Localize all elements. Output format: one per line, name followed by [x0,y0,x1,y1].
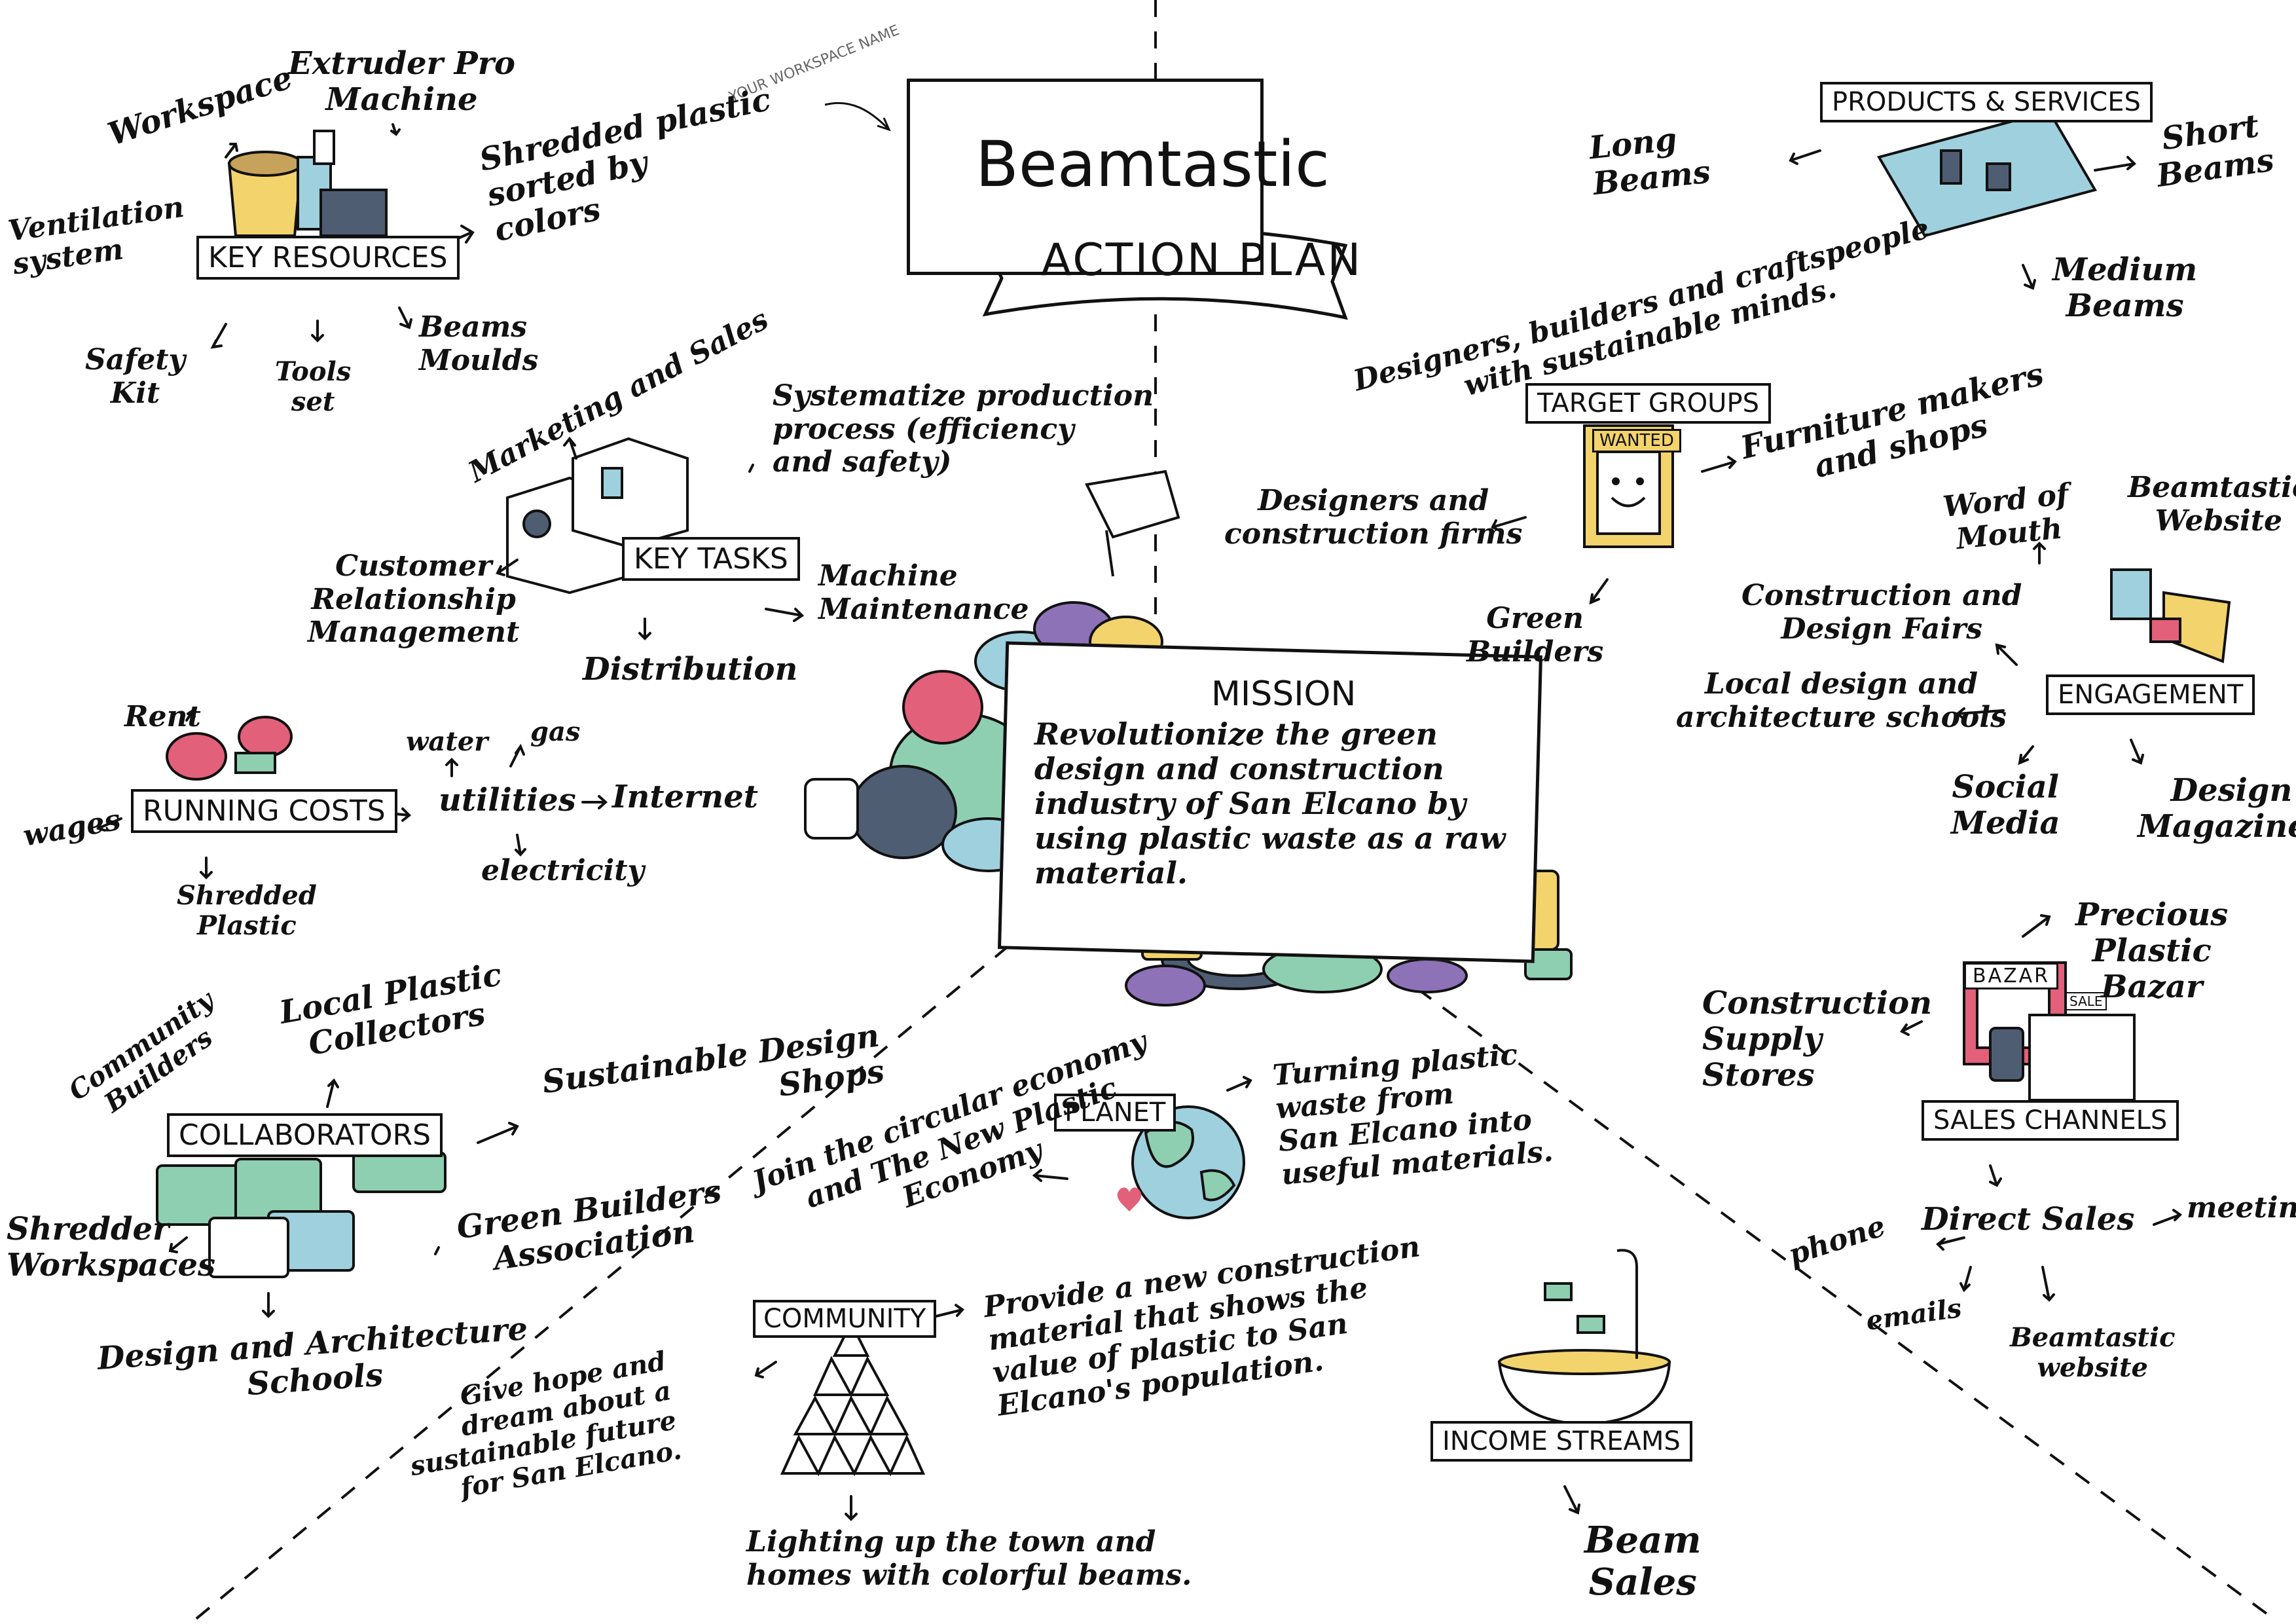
mission-text: Revolutionize the green design and const… [1034,716,1506,891]
connector-arrows [96,123,2183,1521]
community-illustration [780,1320,926,1477]
kr-moulds: Beams Moulds [419,310,539,377]
income-illustration [1497,1249,1671,1426]
mission-label: MISSION [1211,674,1357,714]
kr-tools: Tools set [275,356,352,417]
kt-systematize: Systematize production process (efficien… [773,379,1154,479]
rc-water: water [406,726,488,757]
page-title: Beamtastic [975,128,1330,201]
sc-website: Beamtastic website [2010,1322,2176,1383]
sale-tag: SALE [2066,992,2107,1010]
sc-direct: Direct Sales [1922,1201,2135,1238]
key-resources-illustration [227,130,388,237]
in-beam-sales: Beam Sales [1584,1519,1702,1604]
engagement-label: ENGAGEMENT [2046,674,2255,715]
income-streams-label: INCOME STREAMS [1430,1421,1692,1462]
page-subtitle: ACTION PLAN [1041,234,1363,286]
en-word: Word of Mouth [1941,477,2071,556]
title-frame [907,79,1264,275]
collaborators-label: COLLABORATORS [167,1113,443,1157]
hint-arrow [824,101,888,129]
kt-distribution: Distribution [583,651,798,688]
pl-turning: Turning plastic waste from San Elcano in… [1271,1037,1555,1192]
co-shredder: Shredder Workspaces [7,1211,216,1284]
en-schools: Local design and architecture schools [1676,667,2007,734]
sales-channels-label: SALES CHANNELS [1922,1100,2179,1141]
running-costs-illustration [166,716,293,781]
sc-supply: Construction Supply Stores [1702,985,1933,1094]
heart-icon [1117,1187,1142,1211]
bazar-sign: BAZAR [1964,963,2059,989]
key-tasks-illustration [506,437,689,595]
en-magazines: Design Magazines [2138,772,2296,845]
products-illustration [1876,109,2098,238]
kt-maintenance: Machine Maintenance [818,559,1029,626]
rc-rent: Rent [124,700,201,733]
kt-crm: Customer Relationship Management [308,549,520,650]
community-label: COMMUNITY [753,1300,937,1338]
products-services-label: PRODUCTS & SERVICES [1820,82,2153,122]
kr-extruder: Extruder Pro Machine [288,45,516,119]
wanted-tag: WANTED [1592,429,1681,452]
rc-internet: Internet [612,779,758,815]
planet-label: PLANET [1054,1094,1176,1132]
running-costs-label: RUNNING COSTS [131,789,397,833]
tg-firms: Designers and construction firms [1224,484,1523,551]
key-resources-label: KEY RESOURCES [196,236,460,280]
sc-precious: Precious Plastic Bazar [2075,896,2229,1006]
collaborators-illustration [156,1151,446,1278]
rc-electricity: electricity [481,854,645,887]
sc-meetings: meetings [2187,1191,2296,1225]
kr-safety: Safety Kit [85,343,186,410]
ps-long: Long Beams [1587,120,1713,203]
ps-medium: Medium Beams [2052,251,2198,325]
cm-lighting: Lighting up the town and homes with colo… [746,1525,1192,1592]
rc-gas: gas [530,716,581,747]
planet-illustration [1131,1105,1245,1219]
rc-shredded: Shredded Plastic [177,880,317,941]
key-tasks-label: KEY TASKS [622,537,800,581]
target-groups-label: TARGET GROUPS [1525,383,1771,424]
tg-green: Green Builders [1467,602,1604,669]
en-website: Beamtastic Website [2128,471,2296,538]
engagement-illustration [2110,568,2231,663]
rc-utilities: utilities [439,782,576,819]
en-fairs: Construction and Design Fairs [1741,579,2022,646]
en-social: Social Media [1951,769,2060,842]
